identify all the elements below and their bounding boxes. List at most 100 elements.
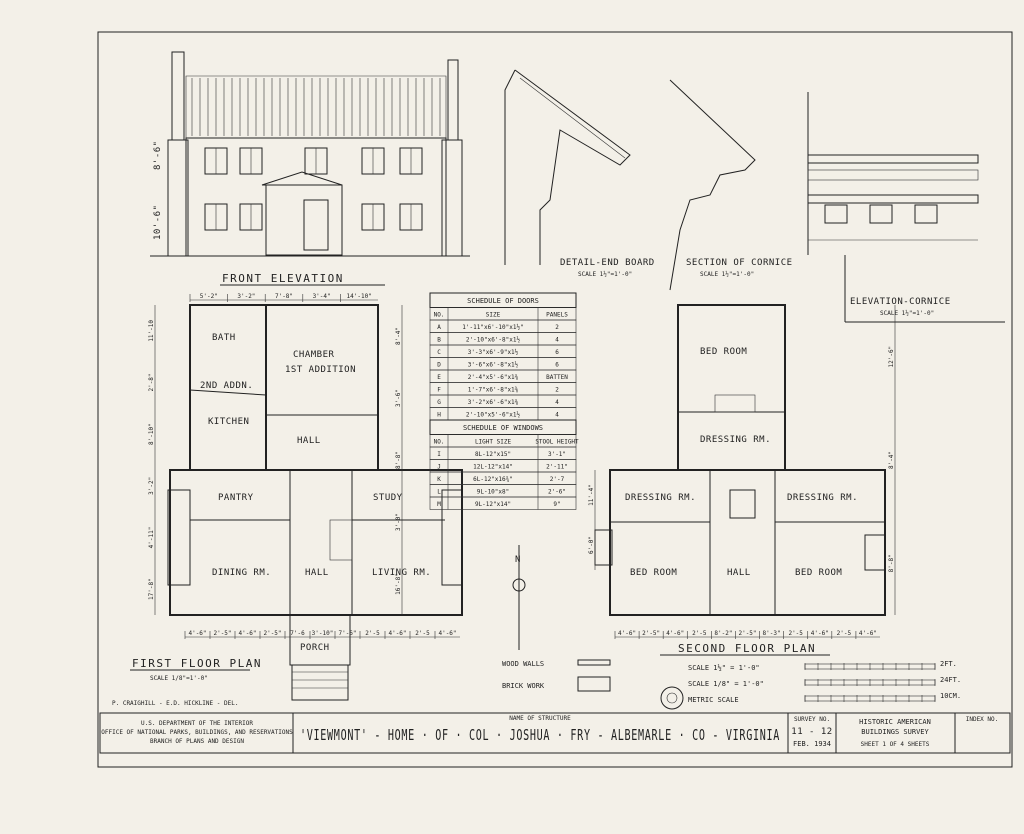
- schedule-cell: 2'-4"x5'-6"x1⅜: [468, 374, 519, 381]
- schedule-cell: I: [437, 451, 441, 458]
- dimension-label: 4'-6": [188, 630, 206, 637]
- dimension-label: 5'-2": [200, 293, 218, 300]
- schedule-cell: 6L-12"x16¾": [473, 476, 513, 483]
- name-of-structure-label: NAME OF STRUCTURE: [509, 715, 571, 722]
- room-1st-addition: 1ST ADDITION: [285, 365, 356, 375]
- title-block: U.S. DEPARTMENT OF THE INTERIOR OFFICE O…: [99, 712, 1011, 754]
- room-study: STUDY: [373, 493, 403, 503]
- detail-end-board-title: DETAIL-END BOARD: [560, 258, 655, 268]
- dimension-label: 8'-8": [395, 451, 402, 469]
- schedule-cell: 1'-11"x6'-10"x1½": [462, 324, 523, 331]
- delineators: P. CRAIGHILL - E.D. HICKLINE - DEL.: [112, 700, 238, 707]
- survey-no-label: SURVEY NO.: [794, 716, 830, 723]
- legend: WOOD WALLS BRICK WORK: [502, 659, 611, 692]
- windows-schedule-title: SCHEDULE OF WINDOWS: [463, 424, 543, 432]
- schedule-cell: 2'-10"x5'-6"x1½: [466, 412, 521, 419]
- schedule-cell: 4: [555, 337, 559, 344]
- schedule-cell: 3'-2"x6'-6"x1⅜: [468, 399, 519, 406]
- habs-line-1: HISTORIC AMERICAN: [859, 718, 931, 726]
- dimension-label: 3'-0": [395, 513, 402, 531]
- dimension-label: 8'-2": [714, 630, 732, 637]
- room-dressing-right: DRESSING RM.: [787, 493, 858, 503]
- dimension-label: 8'-4": [888, 451, 895, 469]
- legend-wood-walls: WOOD WALLS: [502, 660, 544, 668]
- scale-end-label: 24FT.: [940, 676, 961, 684]
- room-dressing-annex: DRESSING RM.: [700, 435, 771, 445]
- second-floor-title: SECOND FLOOR PLAN: [678, 642, 816, 655]
- dimension-label: 2'-5: [788, 630, 803, 637]
- dimension-label: 7'-6: [290, 630, 305, 637]
- schedule-cell: B: [437, 337, 441, 344]
- second-floor-left-dimensions: 11'-4"6'-0": [588, 470, 596, 570]
- dimension-label: 3'-2": [237, 293, 255, 300]
- schedule-cell: 9L-12"x14": [475, 501, 511, 508]
- dimension-label: 12'-6": [888, 346, 895, 368]
- schedule-cell: SIZE: [486, 312, 501, 319]
- dimension-label: 4'-6": [666, 630, 684, 637]
- room-bed-left: BED ROOM: [630, 568, 677, 578]
- index-no-label: INDEX NO.: [966, 716, 999, 723]
- schedule-cell: 6: [555, 349, 559, 356]
- schedule-cell: A: [437, 324, 441, 331]
- schedule-cell: 2: [555, 324, 559, 331]
- schedule-cell: 6: [555, 362, 559, 369]
- schedule-cell: 3'-3"x6'-9"x1½: [468, 349, 519, 356]
- scale-label: SCALE 1/8" = 1'-0": [688, 680, 764, 688]
- room-rear-hall: HALL: [297, 436, 321, 446]
- elevation-dim-upper: 8'-6": [153, 140, 163, 170]
- survey-no: 11 - 12: [791, 727, 832, 737]
- schedule-cell: 4: [555, 412, 559, 419]
- room-bath: BATH: [212, 333, 236, 343]
- dimension-label: 16'-8": [395, 573, 402, 595]
- dimension-label: 11'-10: [148, 320, 155, 342]
- dimension-label: 4'-6": [859, 630, 877, 637]
- dimension-label: 17'-8": [148, 578, 155, 600]
- schedule-cell: STOOL HEIGHT: [535, 439, 579, 446]
- scale-label: SCALE 1½" = 1'-0": [688, 664, 760, 672]
- dimension-label: 3'-4": [313, 293, 331, 300]
- dimension-label: 2'-5": [642, 630, 660, 637]
- schedule-cell: F: [437, 387, 441, 394]
- elevation-dim-lower: 10'-6": [153, 204, 163, 240]
- elevation-cornice-scale: SCALE 1½"=1'-0": [880, 310, 934, 317]
- dimension-label: 4'-6": [618, 630, 636, 637]
- detail-end-board: DETAIL-END BOARD SCALE 1½"=1'-0": [504, 69, 655, 278]
- dimension-label: 11'-4": [588, 484, 595, 506]
- legend-brick-work: BRICK WORK: [502, 682, 545, 690]
- north-arrow: N: [512, 545, 526, 650]
- schedule-cell: E: [437, 374, 441, 381]
- dimension-label: 4'-6": [388, 630, 406, 637]
- room-kitchen: KITCHEN: [208, 417, 249, 427]
- first-floor-plan: BATH CHAMBER 1ST ADDITION 2ND ADDN. KITC…: [112, 293, 463, 707]
- dimension-label: 14'-10": [347, 293, 372, 300]
- first-floor-scale: SCALE 1/8"=1'-0": [150, 675, 208, 682]
- schedule-cell: K: [437, 476, 441, 483]
- room-chamber: CHAMBER: [293, 350, 335, 360]
- dimension-label: 2'-5: [365, 630, 380, 637]
- dimension-label: 8'-10": [148, 423, 155, 445]
- schedule-cell: 2'-10"x6'-8"x1½: [466, 337, 521, 344]
- front-elevation: 8'-6" 10'-6" FRONT ELEVATION: [150, 51, 470, 286]
- schedule-cell: 1'-7"x6'-8"x1⅜: [468, 387, 519, 394]
- habs-line-2: BUILDINGS SURVEY: [861, 728, 929, 736]
- dimension-label: 2'-8": [148, 373, 155, 391]
- schedule-cell: 9": [553, 501, 560, 508]
- section-cornice-title: SECTION OF CORNICE: [686, 258, 793, 268]
- dimension-label: 7'-6": [338, 630, 356, 637]
- dimension-label: 4'-6": [238, 630, 256, 637]
- schedule-cell: BATTEN: [546, 374, 568, 381]
- dimension-label: 2'-5": [213, 630, 231, 637]
- elevation-cornice: ELEVATION-CORNICE SCALE 1½"=1'-0": [807, 92, 1005, 323]
- survey-date: FEB. 1934: [793, 740, 831, 748]
- section-of-cornice: SECTION OF CORNICE SCALE 1½"=1'-0": [669, 79, 793, 291]
- room-porch: PORCH: [300, 643, 330, 653]
- schedule-cell: 4: [555, 399, 559, 406]
- schedule-cell: 9L-10"x8": [477, 489, 510, 496]
- first-floor-left-dimensions: 11'-102'-8"8'-10"3'-2"4'-11"17'-8": [148, 305, 156, 615]
- north-label: N: [515, 555, 521, 565]
- schedule-cell: C: [437, 349, 441, 356]
- second-floor-plan: BED ROOM DRESSING RM. DRESSING RM. DRESS…: [588, 304, 896, 656]
